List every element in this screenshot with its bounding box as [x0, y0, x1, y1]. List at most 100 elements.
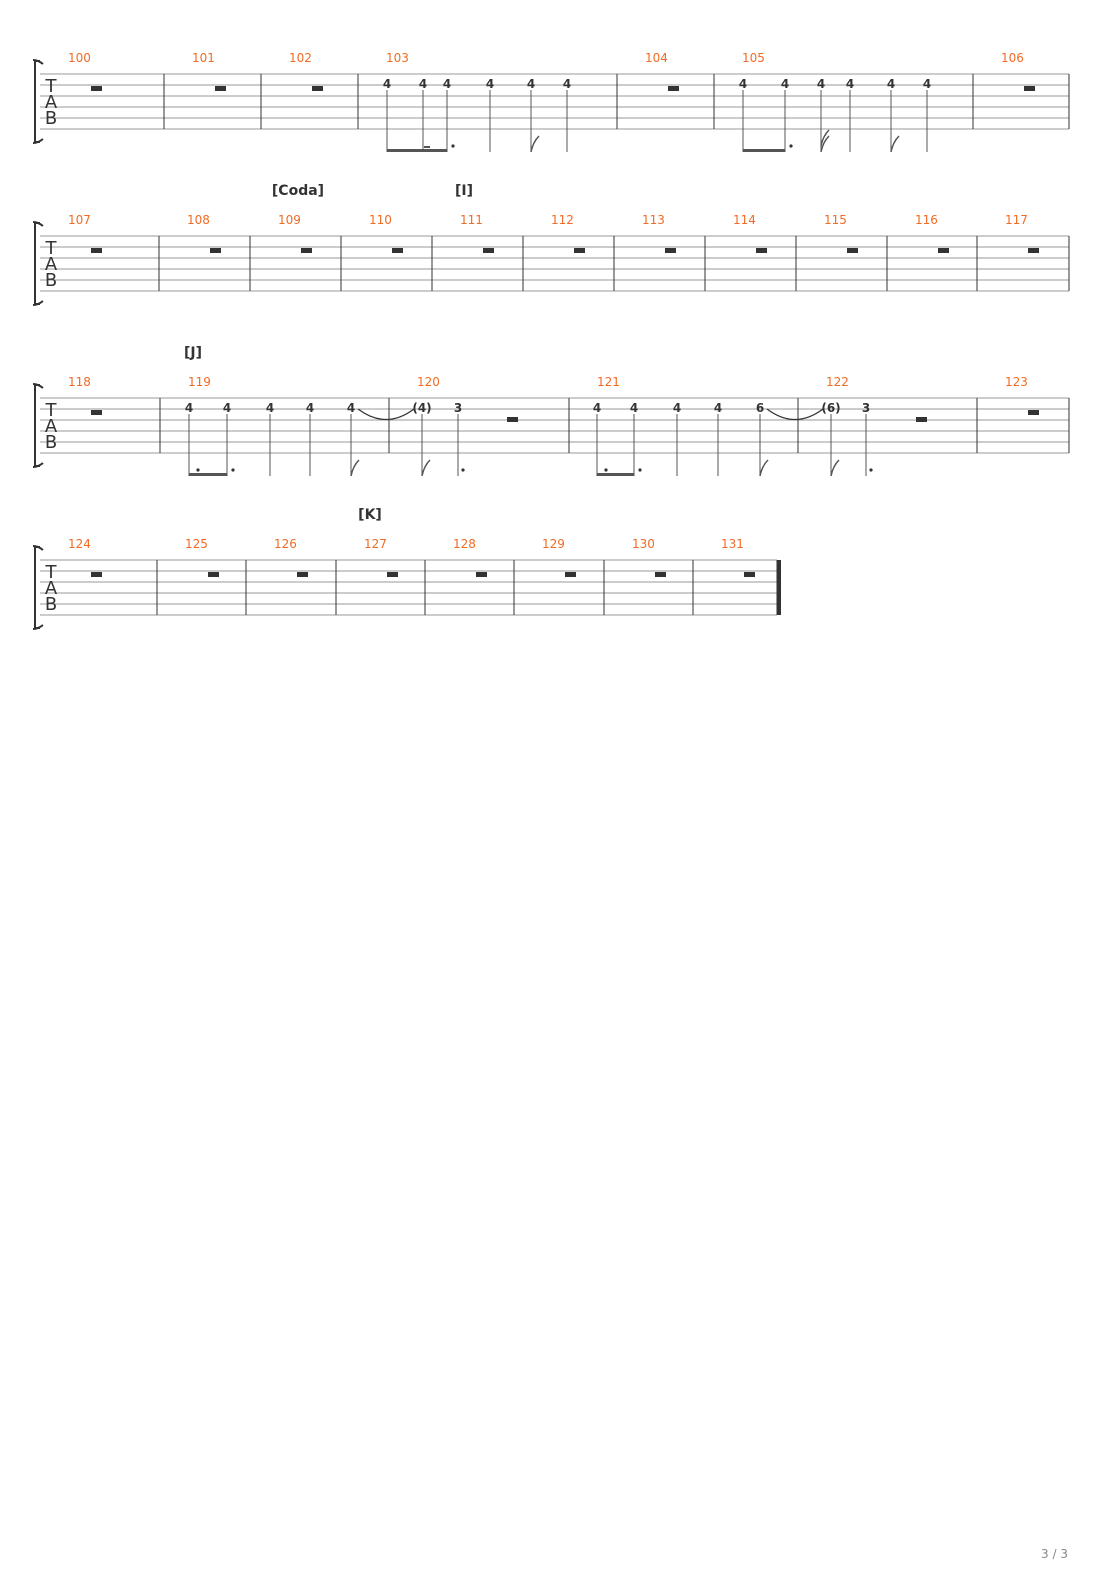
tab-clef-letter: B — [45, 108, 57, 129]
whole-rest — [91, 86, 102, 91]
tab-clef-letter: T — [45, 400, 58, 421]
measure-number: 101 — [192, 51, 215, 65]
note-flag — [350, 459, 360, 477]
measure-number: 107 — [68, 213, 91, 227]
measure-number: 108 — [187, 213, 210, 227]
page-number: 3 / 3 — [1041, 1547, 1068, 1561]
fret-number: 4 — [923, 77, 931, 91]
tab-clef-letter: A — [45, 416, 58, 437]
tab-clef-letter: A — [45, 578, 58, 599]
section-marker: [Coda] — [272, 183, 324, 199]
measure-number: 126 — [274, 537, 297, 551]
rest-dash — [424, 146, 430, 148]
whole-rest — [668, 86, 679, 91]
note-flag — [421, 459, 431, 477]
note-flag — [530, 135, 540, 153]
fret-number: 4 — [593, 401, 601, 415]
fret-number: 3 — [862, 401, 870, 415]
dot — [789, 144, 793, 148]
section-marker: [J] — [184, 345, 202, 361]
measure-number: 128 — [453, 537, 476, 551]
tab-clef-letter: T — [45, 76, 58, 97]
whole-rest — [938, 248, 949, 253]
whole-rest — [1028, 248, 1039, 253]
tie-arc — [766, 408, 824, 420]
measure-number: 121 — [597, 375, 620, 389]
tab-clef-letter: B — [45, 432, 57, 453]
whole-rest — [215, 86, 226, 91]
whole-rest — [312, 86, 323, 91]
whole-rest — [655, 572, 666, 577]
fret-number: 6 — [756, 401, 764, 415]
tab-clef-letter: B — [45, 594, 57, 615]
fret-number: 3 — [454, 401, 462, 415]
tab-clef-letter: T — [45, 238, 58, 259]
measure-number: 106 — [1001, 51, 1024, 65]
measure-number: 103 — [386, 51, 409, 65]
note-beam — [743, 149, 785, 152]
measure-number: 104 — [645, 51, 668, 65]
measure-number: 112 — [551, 213, 574, 227]
dot — [451, 144, 455, 148]
fret-number: (6) — [821, 401, 840, 415]
whole-rest — [565, 572, 576, 577]
measure-number: 100 — [68, 51, 91, 65]
measure-number: 109 — [278, 213, 301, 227]
measure-number: 114 — [733, 213, 756, 227]
whole-rest — [744, 572, 755, 577]
note-flag — [890, 135, 900, 153]
system-bracket — [32, 59, 44, 144]
whole-rest — [665, 248, 676, 253]
system-bracket — [32, 545, 44, 630]
whole-rest — [392, 248, 403, 253]
tab-clef-letter: T — [45, 562, 58, 583]
dot — [461, 468, 465, 472]
whole-rest — [476, 572, 487, 577]
whole-rest — [91, 410, 102, 415]
fret-number: 4 — [266, 401, 274, 415]
note-flag — [830, 459, 840, 477]
tab-clef-letter: A — [45, 254, 58, 275]
dot — [638, 468, 642, 472]
measure-number: 113 — [642, 213, 665, 227]
measure-number: 120 — [417, 375, 440, 389]
whole-rest — [756, 248, 767, 253]
note-flag — [820, 135, 830, 153]
note-beam — [387, 149, 447, 152]
fret-number: 4 — [887, 77, 895, 91]
whole-rest — [297, 572, 308, 577]
section-marker: [K] — [358, 507, 382, 523]
fret-number: 4 — [306, 401, 314, 415]
whole-rest — [1028, 410, 1039, 415]
fret-number: 4 — [486, 77, 494, 91]
fret-number: 4 — [383, 77, 391, 91]
half-rest — [507, 417, 518, 422]
fret-number: 4 — [419, 77, 427, 91]
measure-number: 116 — [915, 213, 938, 227]
measure-number: 110 — [369, 213, 392, 227]
whole-rest — [208, 572, 219, 577]
dot — [196, 468, 200, 472]
measure-number: 105 — [742, 51, 765, 65]
note-beam — [189, 473, 227, 476]
fret-number: 4 — [673, 401, 681, 415]
whole-rest — [301, 248, 312, 253]
whole-rest — [1024, 86, 1035, 91]
note-beam — [597, 473, 634, 476]
measure-number: 102 — [289, 51, 312, 65]
whole-rest — [210, 248, 221, 253]
fret-number: 4 — [185, 401, 193, 415]
fret-number: 4 — [781, 77, 789, 91]
fret-number: 4 — [817, 77, 825, 91]
fret-number: 4 — [714, 401, 722, 415]
measure-number: 125 — [185, 537, 208, 551]
fret-number: 4 — [223, 401, 231, 415]
whole-rest — [483, 248, 494, 253]
measure-number: 122 — [826, 375, 849, 389]
fret-number: 4 — [527, 77, 535, 91]
